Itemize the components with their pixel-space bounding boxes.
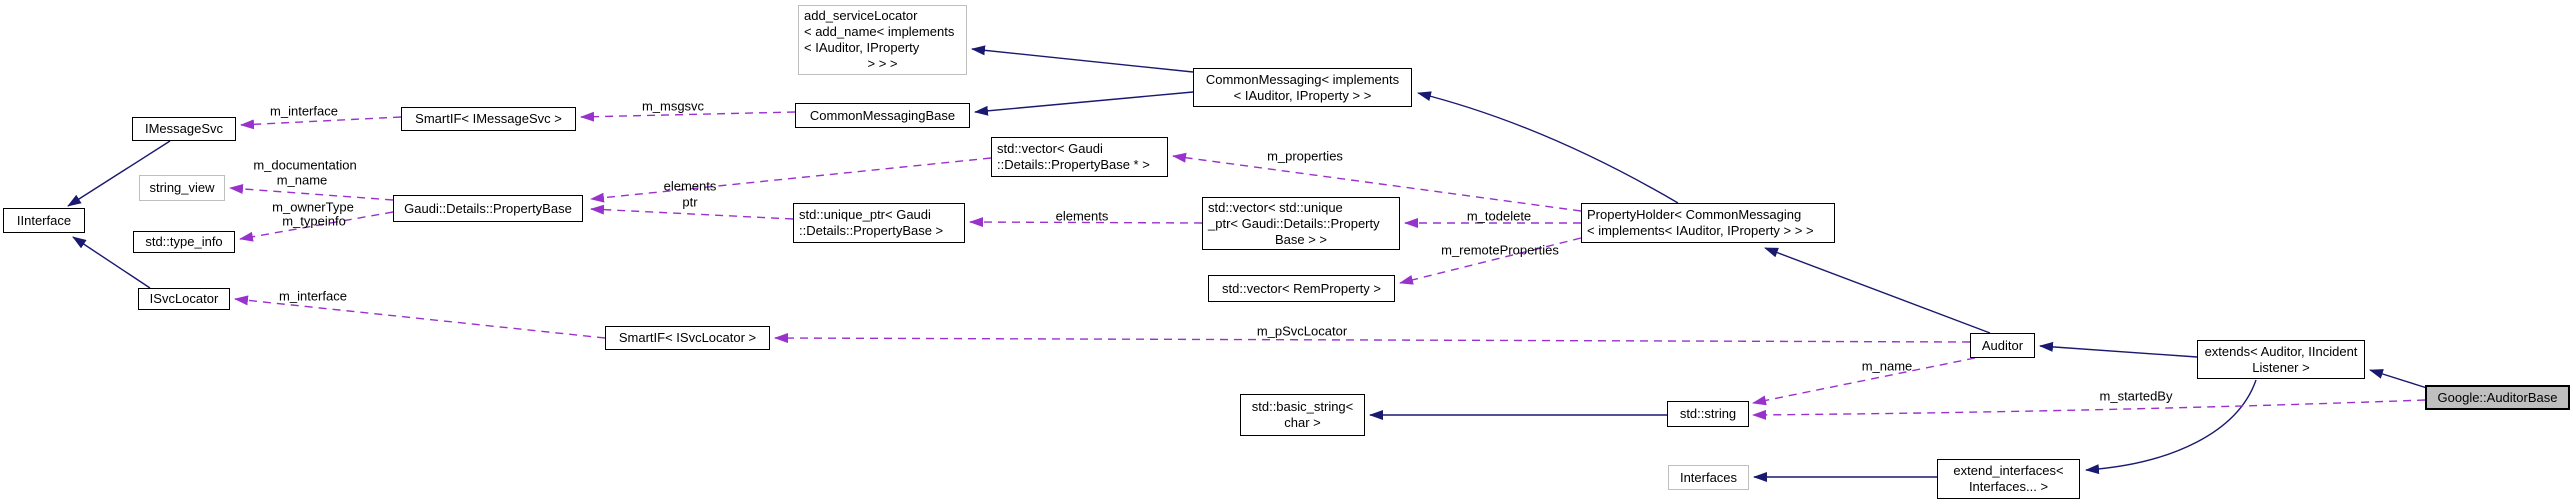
node-label-line: < implements< IAuditor, IProperty > > > bbox=[1587, 223, 1814, 238]
class-node-std-vector-remproperty[interactable]: std::vector< RemProperty > bbox=[1208, 275, 1395, 302]
edge-label: m_name bbox=[1861, 358, 1913, 374]
node-label-line: std::string bbox=[1679, 406, 1737, 421]
class-node-isvclocator[interactable]: ISvcLocator bbox=[138, 288, 230, 310]
node-label-line: extend_interfaces< bbox=[1953, 463, 2064, 478]
class-node-commonmessagingbase[interactable]: CommonMessagingBase bbox=[795, 103, 970, 128]
class-node-std-vector-propertybase-ptr[interactable]: std::vector< Gaudi ::Details::PropertyBa… bbox=[991, 137, 1168, 177]
node-label-line: Interfaces... > bbox=[1968, 479, 2049, 494]
inheritance-edges bbox=[67, 45, 2428, 482]
edge-label: m_msgsvc bbox=[641, 98, 705, 114]
edge-label: m_todelete bbox=[1466, 208, 1532, 224]
edge-label: m_documentation bbox=[253, 157, 357, 173]
node-label-line: std::vector< Gaudi bbox=[997, 141, 1103, 156]
node-label-line: _ptr< Gaudi::Details::Property bbox=[1208, 215, 1380, 231]
class-node-commonmessaging[interactable]: CommonMessaging< implements < IAuditor, … bbox=[1193, 68, 1412, 107]
class-node-string-view: string_view bbox=[139, 175, 225, 201]
node-label-line: SmartIF< ISvcLocator > bbox=[618, 330, 757, 345]
edge-label: elements bbox=[1055, 208, 1109, 224]
class-node-google-auditorbase: Google::AuditorBase bbox=[2425, 385, 2570, 410]
node-label-line: IInterface bbox=[16, 212, 72, 228]
node-label-line: Interfaces bbox=[1679, 469, 1738, 485]
class-node-gaudi-details-propertybase[interactable]: Gaudi::Details::PropertyBase bbox=[393, 195, 583, 222]
class-node-interfaces: Interfaces bbox=[1668, 465, 1749, 490]
node-label-line: std::basic_string< bbox=[1251, 399, 1354, 414]
node-label-line: extends< Auditor, IIncident bbox=[2204, 343, 2358, 359]
node-label-line: < IAuditor, IProperty > > bbox=[1233, 87, 1372, 103]
class-node-std-vector-unique-ptr-propertybase[interactable]: std::vector< std::unique _ptr< Gaudi::De… bbox=[1202, 197, 1400, 250]
node-label-line: Gaudi::Details::PropertyBase bbox=[404, 200, 572, 216]
node-label-line: ISvcLocator bbox=[149, 291, 219, 306]
class-node-iinterface[interactable]: IInterface bbox=[3, 208, 85, 233]
node-label-line: < IAuditor, IProperty bbox=[804, 40, 920, 55]
node-label-line: add_serviceLocator bbox=[804, 8, 918, 23]
node-label-line: IMessageSvc bbox=[144, 121, 224, 136]
node-label-line: ::Details::PropertyBase * > bbox=[997, 157, 1150, 172]
edge-label: m_interface bbox=[270, 103, 338, 119]
node-label-line: char > bbox=[1284, 415, 1321, 430]
class-node-imessagesvc[interactable]: IMessageSvc bbox=[132, 117, 236, 141]
edge-label: m_pSvcLocator bbox=[1256, 323, 1348, 339]
edge-label: m_remoteProperties bbox=[1441, 242, 1559, 258]
class-node-std-basic-string-char[interactable]: std::basic_string< char > bbox=[1240, 394, 1365, 436]
node-label-line: < add_name< implements bbox=[804, 24, 955, 39]
class-node-std-string[interactable]: std::string bbox=[1667, 401, 1749, 427]
edge-label: m_typeinfo bbox=[282, 213, 346, 229]
class-node-smartif-isvclocator[interactable]: SmartIF< ISvcLocator > bbox=[605, 326, 770, 350]
usage-edges bbox=[229, 111, 2426, 420]
node-label-line: ::Details::PropertyBase > bbox=[799, 223, 944, 238]
node-label-line: std::vector< std::unique bbox=[1208, 199, 1343, 215]
edge-label: elements bbox=[663, 178, 717, 194]
node-label-line: SmartIF< IMessageSvc > bbox=[415, 111, 562, 126]
edge-label: m_ownerType bbox=[272, 199, 354, 215]
edge-label: m_properties bbox=[1267, 148, 1343, 164]
node-label-line: Listener > bbox=[2252, 359, 2310, 375]
node-label-line: std::type_info bbox=[145, 234, 223, 249]
class-node-extends-auditor-iincidentlistener[interactable]: extends< Auditor, IIncident Listener > bbox=[2197, 340, 2365, 379]
class-node-extend-interfaces[interactable]: extend_interfaces< Interfaces... > bbox=[1937, 459, 2080, 499]
class-node-std-type-info[interactable]: std::type_info bbox=[133, 231, 235, 253]
class-node-std-unique-ptr-propertybase[interactable]: std::unique_ptr< Gaudi ::Details::Proper… bbox=[793, 203, 965, 243]
node-label-line: CommonMessaging< implements bbox=[1205, 71, 1400, 87]
class-node-auditor[interactable]: Auditor bbox=[1970, 333, 2035, 358]
edge-label: m_name bbox=[276, 172, 328, 188]
edge-label: m_startedBy bbox=[2099, 388, 2173, 404]
node-label-line: PropertyHolder< CommonMessaging bbox=[1587, 207, 1802, 222]
node-label-line: Google::AuditorBase bbox=[2437, 389, 2558, 405]
node-label-line: string_view bbox=[149, 180, 215, 195]
node-label-line: > > > bbox=[867, 56, 898, 71]
node-label-line: Auditor bbox=[1981, 337, 2024, 353]
node-label-line: std::vector< RemProperty > bbox=[1222, 280, 1381, 296]
class-node-smartif-imessagesvc[interactable]: SmartIF< IMessageSvc > bbox=[401, 107, 576, 131]
node-label-line: std::unique_ptr< Gaudi bbox=[799, 207, 931, 222]
node-label-line: CommonMessagingBase bbox=[809, 107, 956, 123]
edge-label: m_interface bbox=[279, 288, 347, 304]
node-label-line: Base > > bbox=[1274, 231, 1328, 247]
class-node-propertyholder[interactable]: PropertyHolder< CommonMessaging < implem… bbox=[1581, 203, 1835, 243]
class-node-add-servicelocator: add_serviceLocator < add_name< implement… bbox=[798, 5, 967, 75]
edge-label: ptr bbox=[682, 194, 698, 210]
